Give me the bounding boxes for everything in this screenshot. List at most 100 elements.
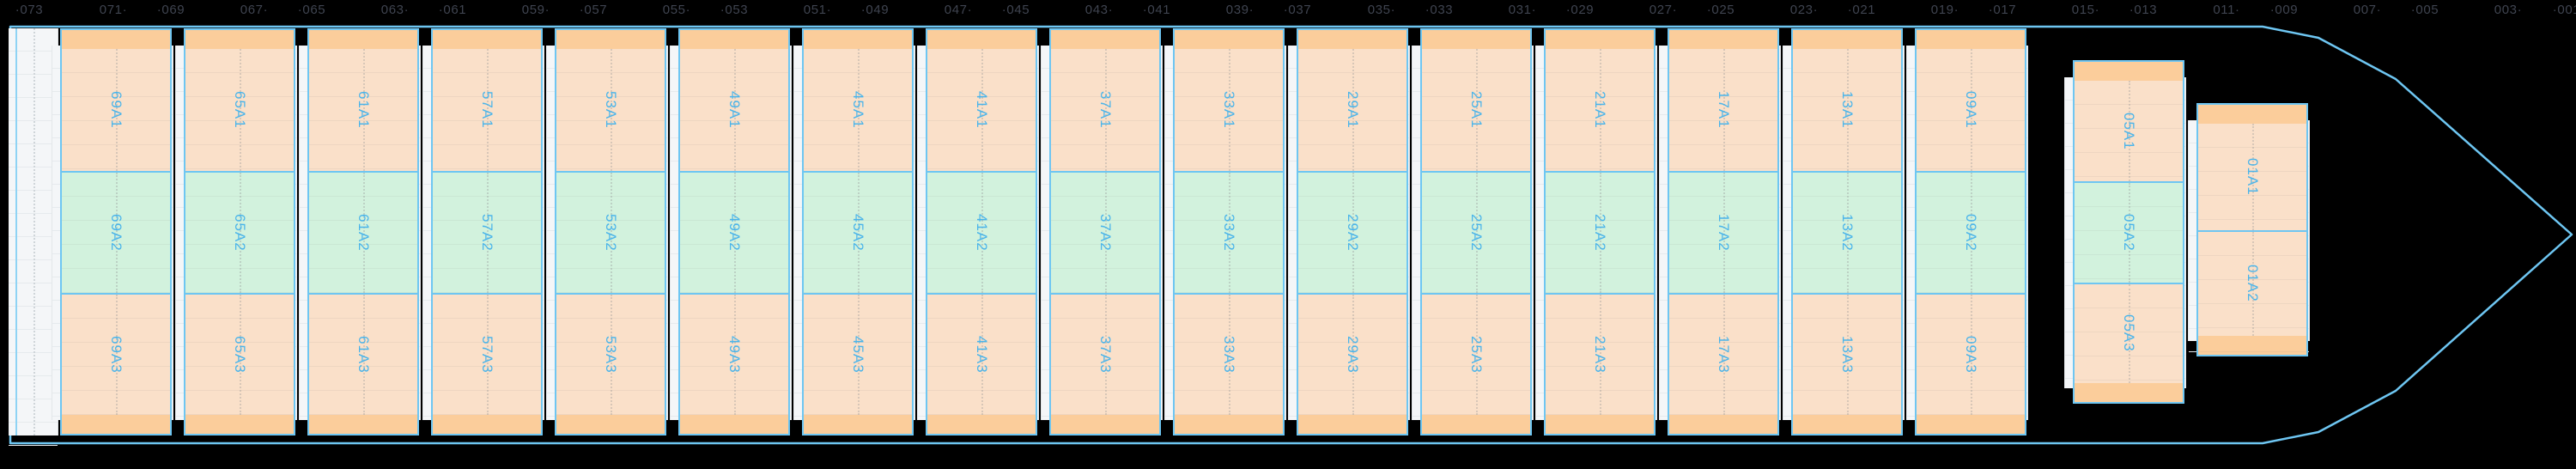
tier-37A2[interactable]: 37A2 [1051, 171, 1159, 293]
tier-61A2[interactable]: 61A2 [309, 171, 417, 293]
bay-45-stack[interactable]: 45A1 45A2 45A3 [802, 28, 914, 436]
tier-41A1[interactable]: 41A1 [927, 49, 1036, 171]
tier-65A3[interactable]: 65A3 [185, 293, 294, 415]
tier-41A3[interactable]: 41A3 [927, 293, 1036, 415]
tier-09A1[interactable]: 09A1 [1917, 49, 2025, 171]
tier-45A1[interactable]: 45A1 [804, 49, 912, 171]
tier-53A2[interactable]: 53A2 [556, 171, 665, 293]
tier-21A2[interactable]: 21A2 [1546, 171, 1654, 293]
tier-05A3[interactable]: 05A3 [2075, 282, 2183, 383]
tier-33A1[interactable]: 33A1 [1175, 49, 1283, 171]
tier-45A3[interactable]: 45A3 [804, 293, 912, 415]
tier-01A1[interactable]: 01A1 [2198, 124, 2306, 244]
tier-69A1[interactable]: 69A1 [62, 49, 170, 171]
tier-25A3[interactable]: 25A3 [1422, 293, 1530, 415]
tier-25A1[interactable]: 25A1 [1422, 49, 1530, 171]
stern-block[interactable] [9, 28, 58, 446]
tier-17A2[interactable]: 17A2 [1669, 171, 1777, 293]
tier-53A1[interactable]: 53A1 [556, 49, 665, 171]
tier-21A3[interactable]: 21A3 [1546, 293, 1654, 415]
tier-25A2[interactable]: 25A2 [1422, 171, 1530, 293]
tier-57A3[interactable]: 57A3 [433, 293, 541, 415]
tier-17A1[interactable]: 17A1 [1669, 49, 1777, 171]
tier-29A2[interactable]: 29A2 [1298, 171, 1406, 293]
tier-29A1[interactable]: 29A1 [1298, 49, 1406, 171]
tier-gridlines [1917, 49, 2025, 171]
bay-45[interactable]: 45A1 45A2 45A3 [793, 28, 915, 436]
tier-61A3[interactable]: 61A3 [309, 293, 417, 415]
tier-label: 45A2 [850, 214, 866, 252]
tier-33A3[interactable]: 33A3 [1175, 293, 1283, 415]
tier-05A1[interactable]: 05A1 [2075, 81, 2183, 182]
tier-61A1[interactable]: 61A1 [309, 49, 417, 171]
tier-49A2[interactable]: 49A2 [680, 171, 788, 293]
tier-29A3[interactable]: 29A3 [1298, 293, 1406, 415]
tier-57A1[interactable]: 57A1 [433, 49, 541, 171]
tier-label: 17A2 [1716, 214, 1732, 252]
tier-13A3[interactable]: 13A3 [1793, 293, 1901, 415]
tier-gridlines [309, 173, 417, 293]
bay-number-tick: 039· [1225, 3, 1255, 17]
tier-49A1[interactable]: 49A1 [680, 49, 788, 171]
tier-57A2[interactable]: 57A2 [433, 171, 541, 293]
tier-45A2[interactable]: 45A2 [804, 171, 912, 293]
tier-37A3[interactable]: 37A3 [1051, 293, 1159, 415]
tier-49A3[interactable]: 49A3 [680, 293, 788, 415]
tier-gridline [927, 269, 1036, 293]
bay-17-stack[interactable]: 17A1 17A2 17A3 [1668, 28, 1779, 436]
tier-gridlines [309, 295, 417, 415]
tier-69A3[interactable]: 69A3 [62, 293, 170, 415]
tier-53A3[interactable]: 53A3 [556, 293, 665, 415]
tier-gridlines [1422, 295, 1530, 415]
tier-65A2[interactable]: 65A2 [185, 171, 294, 293]
tier-17A3[interactable]: 17A3 [1669, 293, 1777, 415]
tier-05A2[interactable]: 05A2 [2075, 181, 2183, 283]
tier-01A2[interactable]: 01A2 [2198, 229, 2306, 352]
tier-09A2[interactable]: 09A2 [1917, 171, 2025, 293]
bay-17[interactable]: 17A1 17A2 17A3 [1659, 28, 1781, 436]
tier-65A1[interactable]: 65A1 [185, 49, 294, 171]
tier-09A3[interactable]: 09A3 [1917, 293, 2025, 415]
tier-33A2[interactable]: 33A2 [1175, 171, 1283, 293]
tier-gridline [1793, 121, 1901, 145]
tier-37A1[interactable]: 37A1 [1051, 49, 1159, 171]
tier-41A2[interactable]: 41A2 [927, 171, 1036, 293]
tier-21A1[interactable]: 21A1 [1546, 49, 1654, 171]
tier-13A1[interactable]: 13A1 [1793, 49, 1901, 171]
tier-gridline [556, 367, 665, 391]
tier-69A2[interactable]: 69A2 [62, 171, 170, 293]
tier-13A2[interactable]: 13A2 [1793, 171, 1901, 293]
